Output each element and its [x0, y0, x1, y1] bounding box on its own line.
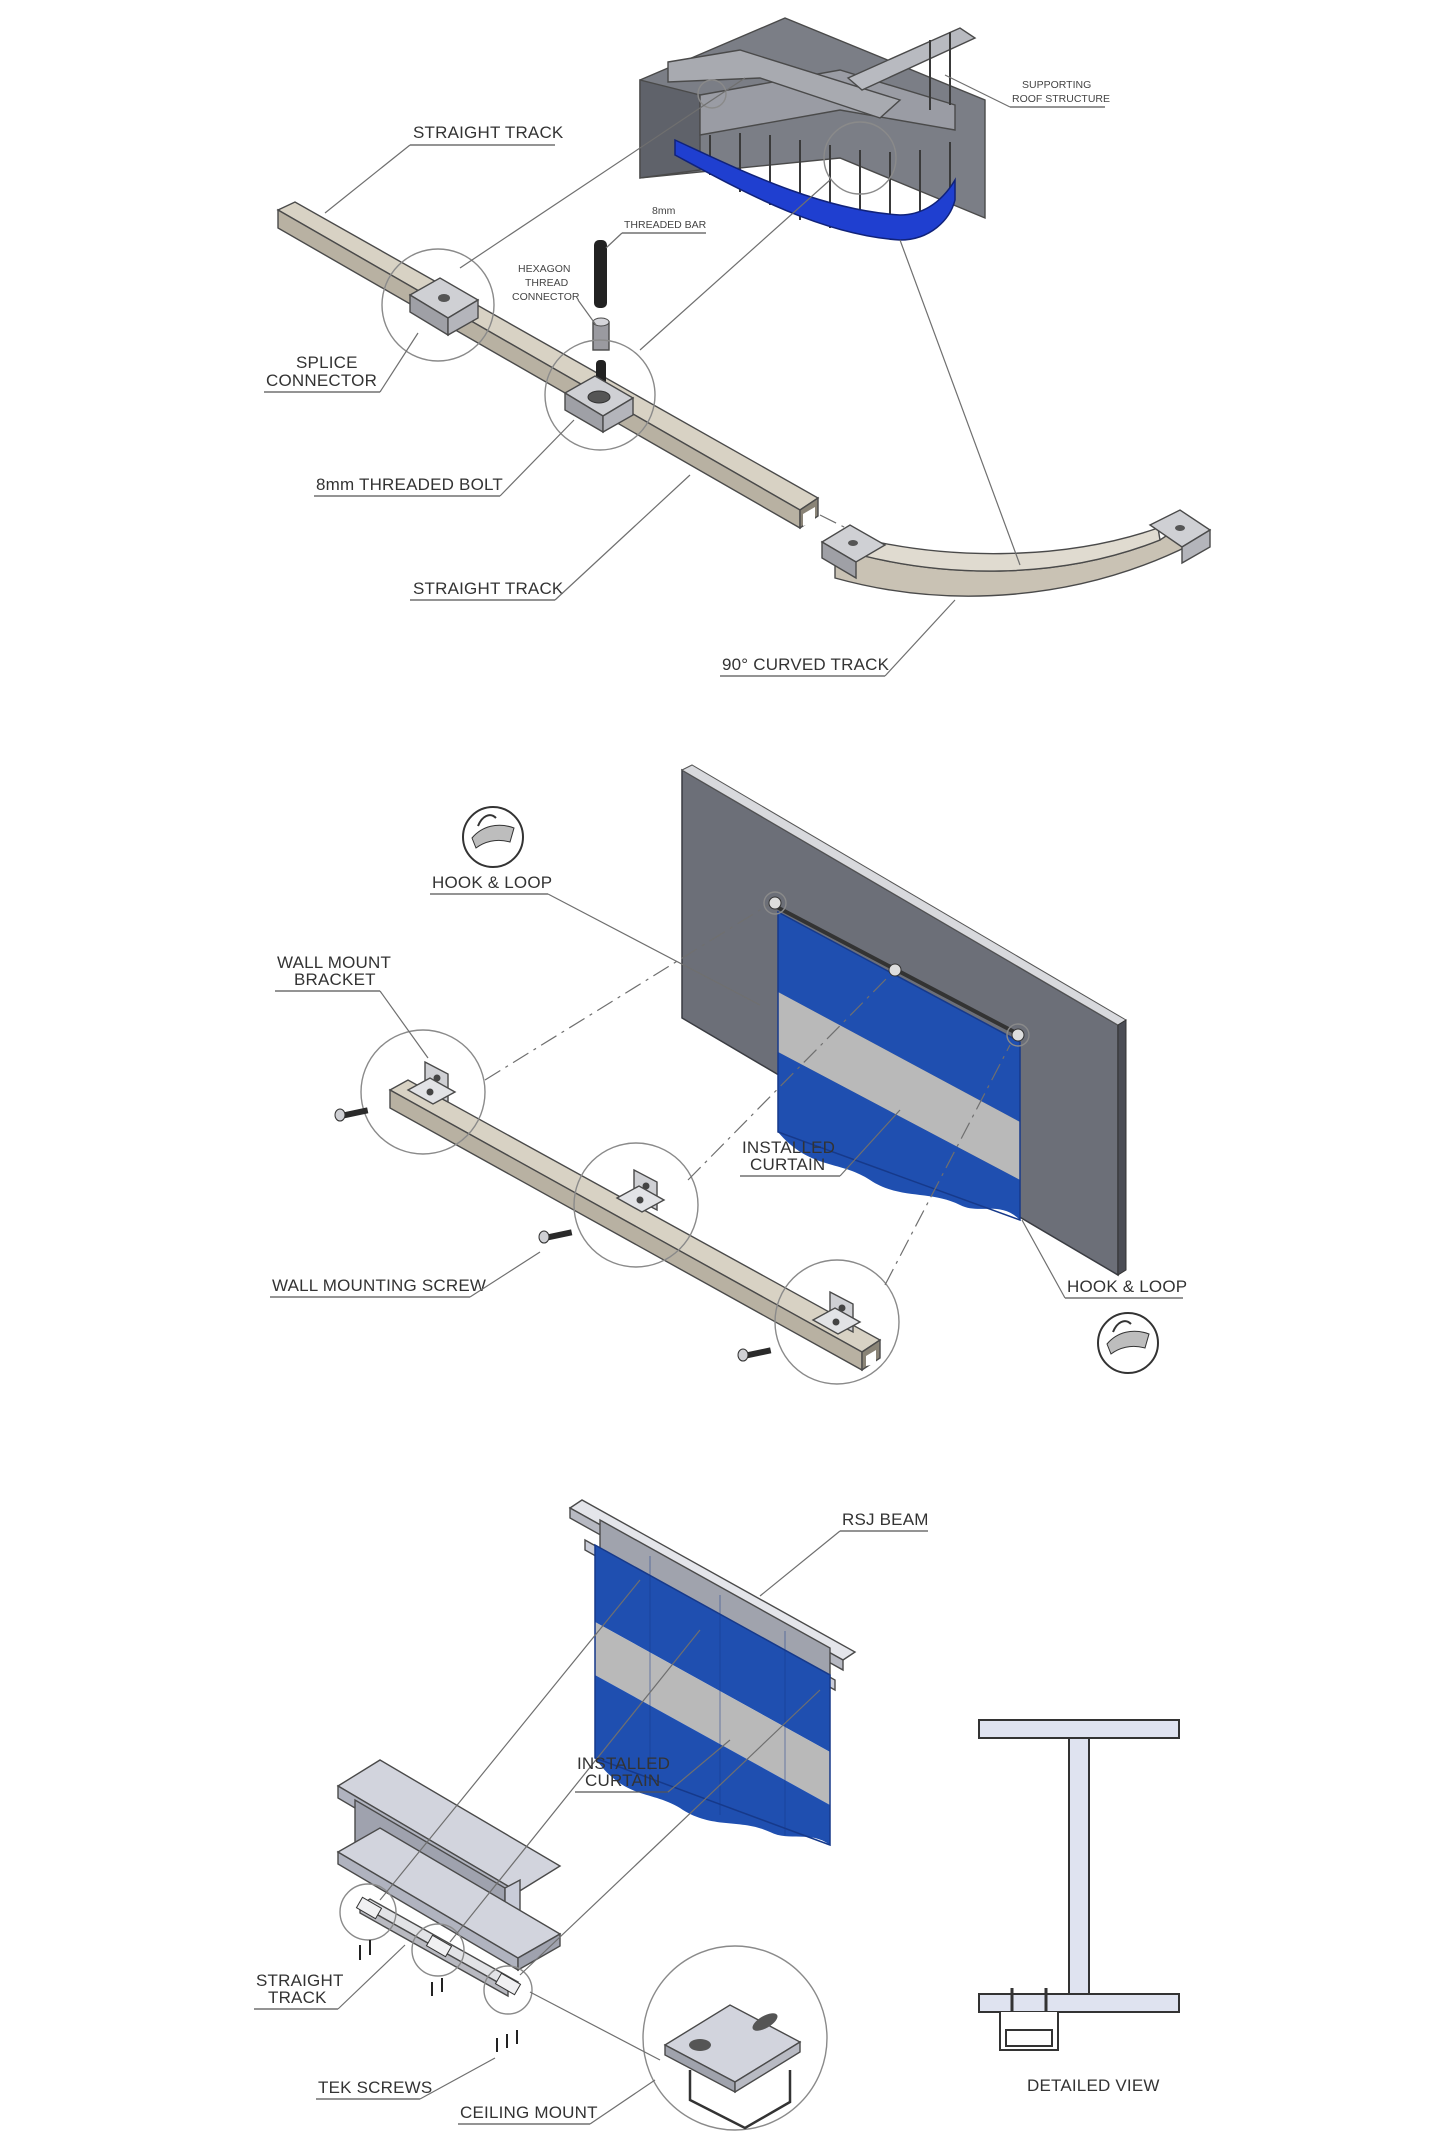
label-installed-curtain-beam-1: INSTALLED: [577, 1754, 670, 1773]
wall-mount-brackets: [360, 1029, 900, 1385]
section-wall-mount: HOOK & LOOP WALL MOUNT BRACKET INSTALLED…: [270, 764, 1187, 1385]
label-threaded-bar-2: THREADED BAR: [624, 219, 707, 231]
label-straight-track-mid: STRAIGHT TRACK: [413, 579, 564, 598]
tek-screws: [359, 1940, 518, 2052]
label-ceiling-mount: CEILING MOUNT: [460, 2103, 598, 2122]
label-curved-track: 90° CURVED TRACK: [722, 655, 890, 674]
label-straight-track-beam-2: TRACK: [268, 1988, 327, 2007]
detailed-view-ibeam: [978, 1719, 1180, 2051]
label-installed-curtain-beam-2: CURTAIN: [585, 1771, 660, 1790]
label-wall-bracket-2: BRACKET: [294, 970, 376, 989]
curtain-on-beam: [594, 1543, 831, 1847]
label-supporting-2: ROOF STRUCTURE: [1012, 93, 1110, 105]
label-supporting-1: SUPPORTING: [1022, 79, 1091, 91]
label-straight-track-top: STRAIGHT TRACK: [413, 123, 564, 142]
section-rsj-beam: RSJ BEAM INSTALLED CURTAIN STRAIGHT TRAC…: [254, 1499, 1180, 2131]
label-hexagon-2: THREAD: [525, 277, 569, 289]
label-threaded-bar-1: 8mm: [652, 205, 676, 217]
label-threaded-bolt: 8mm THREADED BOLT: [316, 475, 503, 494]
wall-track: [388, 1079, 882, 1372]
label-straight-track-beam-1: STRAIGHT: [256, 1971, 344, 1990]
wall-mounting-screws: [334, 1107, 772, 1362]
roof-structure-illustration: [639, 17, 986, 241]
label-tek-screws: TEK SCREWS: [318, 2078, 432, 2097]
threaded-bolt-assembly: [544, 240, 656, 451]
label-hexagon-1: HEXAGON: [518, 263, 571, 275]
label-wall-bracket-1: WALL MOUNT: [277, 953, 391, 972]
label-splice-2: CONNECTOR: [266, 371, 377, 390]
curved-track-90: [820, 509, 1212, 597]
section-ceiling-track: STRAIGHT TRACK SUPPORTING ROOF STRUCTURE…: [264, 17, 1212, 677]
label-wall-screw: WALL MOUNTING SCREW: [272, 1276, 486, 1295]
label-rsj-beam: RSJ BEAM: [842, 1510, 929, 1529]
label-installed-curtain-1: INSTALLED: [742, 1138, 835, 1157]
label-splice-1: SPLICE: [296, 353, 358, 372]
label-hexagon-3: CONNECTOR: [512, 291, 580, 303]
label-detailed-view: DETAILED VIEW: [1027, 2076, 1160, 2095]
label-installed-curtain-2: CURTAIN: [750, 1155, 825, 1174]
label-hook-loop-top: HOOK & LOOP: [432, 873, 552, 892]
beam-straight-track: [339, 1883, 533, 2015]
rsj-beam-section: [336, 1759, 562, 1972]
ceiling-mount-detail: [642, 1945, 828, 2131]
hook-and-loop-icon: [1097, 1312, 1159, 1374]
splice-connector: [381, 248, 495, 362]
curtain-on-wall: [763, 891, 1030, 1222]
label-hook-loop-bottom: HOOK & LOOP: [1067, 1277, 1187, 1296]
hook-and-loop-icon: [462, 806, 524, 868]
